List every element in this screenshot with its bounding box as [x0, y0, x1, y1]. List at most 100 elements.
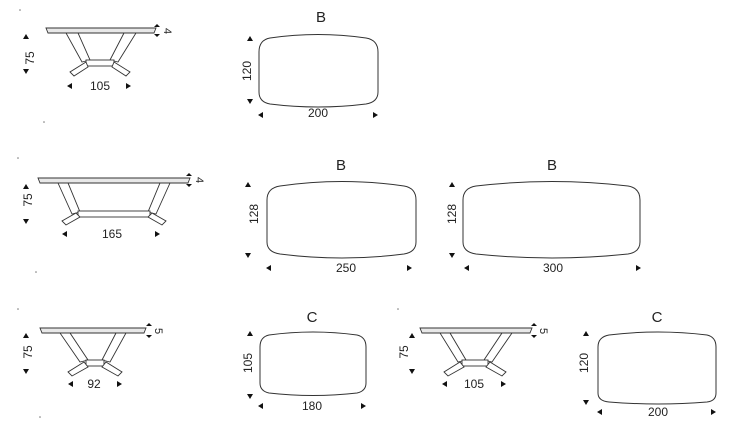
table-foot	[67, 361, 89, 377]
table-foot	[61, 212, 81, 226]
dimension-arrow	[711, 409, 716, 415]
height-label: 75	[21, 345, 35, 359]
width-label: 92	[87, 377, 101, 391]
dimension-arrow	[407, 265, 412, 271]
height-label: 75	[21, 193, 35, 207]
corner-mark	[397, 308, 399, 310]
finish-letter: C	[307, 309, 318, 326]
width-label: 200	[308, 106, 328, 120]
dimension-arrow	[258, 403, 263, 409]
dimension-arrow	[146, 323, 152, 326]
dimension-arrow	[449, 253, 455, 258]
dimension-arrow	[266, 265, 271, 271]
table-base	[461, 359, 489, 367]
thickness-label: 5	[537, 328, 549, 334]
plan-view-row3-180: C 105 180	[241, 309, 367, 413]
dimension-arrow	[117, 381, 122, 387]
table-top	[37, 177, 191, 184]
dimension-arrow	[247, 36, 253, 41]
dimension-arrow	[531, 335, 537, 338]
width-label: 165	[102, 227, 122, 241]
dimension-arrow	[126, 83, 131, 89]
plan-view-row1: B 120 200	[240, 9, 379, 120]
finish-letter: B	[316, 9, 326, 26]
dimension-arrow	[186, 173, 192, 176]
table-foot	[485, 361, 507, 377]
corner-mark	[17, 308, 19, 310]
dimension-arrow	[501, 381, 506, 387]
dimension-arrow	[449, 182, 455, 187]
table-top-outline	[259, 331, 367, 396]
table-base	[85, 359, 105, 367]
dimension-arrow	[636, 265, 641, 271]
table-top-outline	[258, 34, 379, 108]
dimension-arrow	[155, 231, 160, 237]
dimension-arrow	[583, 400, 589, 405]
dimension-arrow	[245, 253, 251, 258]
dimension-arrow	[23, 34, 29, 39]
thickness-label: 4	[193, 177, 205, 183]
depth-label: 105	[241, 353, 255, 373]
table-leg	[65, 32, 91, 63]
corner-mark	[43, 121, 45, 123]
table-leg	[483, 332, 513, 363]
dimension-arrow	[247, 331, 253, 336]
dimension-arrow	[23, 219, 29, 224]
finish-letter: B	[547, 157, 557, 174]
depth-label: 128	[445, 204, 459, 224]
table-leg	[109, 32, 137, 63]
table-leg	[59, 332, 89, 363]
side-view-row3-b: 75 105 5	[397, 308, 549, 391]
table-leg	[101, 332, 127, 363]
table-top-outline	[266, 181, 417, 259]
table-foot	[111, 61, 131, 77]
dimension-arrow	[464, 265, 469, 271]
dimension-arrow	[247, 394, 253, 399]
table-base	[85, 59, 115, 67]
table-foot	[69, 61, 89, 77]
width-label: 250	[336, 261, 356, 275]
plan-view-row3-200: C 120 200	[577, 309, 717, 419]
depth-label: 120	[577, 353, 591, 373]
thickness-label: 4	[161, 28, 173, 34]
table-top	[419, 327, 533, 334]
width-label: 105	[90, 79, 110, 93]
plan-view-row2-250: B 128 250	[245, 157, 417, 275]
dimension-arrow	[68, 381, 73, 387]
table-top-outline	[462, 181, 641, 259]
corner-mark	[39, 416, 41, 418]
dimension-arrow	[67, 83, 72, 89]
dimension-arrow	[583, 331, 589, 336]
dimension-arrow	[23, 369, 29, 374]
dimension-arrow	[531, 323, 537, 326]
width-label: 200	[648, 405, 668, 419]
dimension-arrow	[597, 409, 602, 415]
plan-view-row2-300: B 128 300	[445, 157, 641, 275]
dimension-arrow	[247, 99, 253, 104]
dimension-arrow	[442, 381, 447, 387]
dimension-arrow	[23, 333, 29, 338]
height-label: 75	[23, 51, 37, 65]
dimension-arrow	[258, 112, 263, 118]
dimension-arrow	[373, 112, 378, 118]
finish-letter: B	[336, 157, 346, 174]
height-label: 75	[397, 345, 411, 359]
dimension-arrow	[409, 333, 415, 338]
depth-label: 120	[240, 61, 254, 81]
thickness-label: 5	[152, 328, 164, 334]
width-label: 180	[302, 399, 322, 413]
depth-label: 128	[247, 204, 261, 224]
dimension-arrow	[361, 403, 366, 409]
dimension-arrow	[245, 182, 251, 187]
corner-mark	[17, 157, 19, 159]
table-foot	[101, 361, 123, 377]
table-leg	[57, 182, 81, 215]
side-view-row1: 75 105 4	[19, 9, 173, 123]
width-label: 300	[543, 261, 563, 275]
corner-mark	[35, 271, 37, 273]
dimension-arrow	[186, 184, 192, 187]
width-label: 105	[464, 377, 484, 391]
dimension-arrow	[154, 34, 160, 37]
dimension-arrow	[154, 24, 160, 27]
